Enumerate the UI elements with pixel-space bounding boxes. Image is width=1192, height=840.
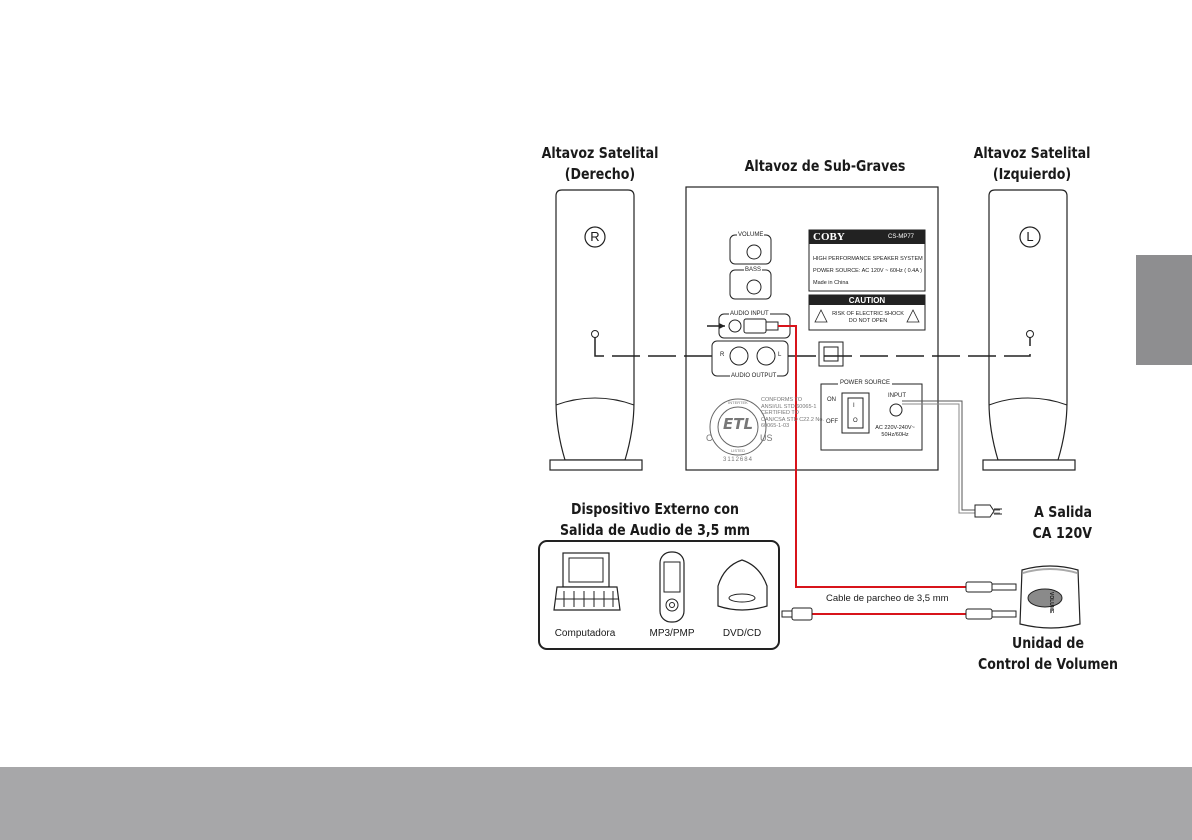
computer-icon <box>553 552 621 611</box>
etl-us-mark: US <box>760 433 773 443</box>
right-satellite-speaker <box>549 189 643 471</box>
switch-off-label: OFF <box>826 419 838 425</box>
red-cables <box>778 325 972 615</box>
switch-i-mark: I <box>853 403 855 409</box>
switch-on-label: ON <box>827 397 836 403</box>
bass-knob-label: BASS <box>744 267 763 273</box>
output-l-label: L <box>778 352 782 358</box>
caution-title: CAUTION <box>848 296 886 305</box>
mp3-player-icon <box>659 551 685 623</box>
audio-input-label: AUDIO INPUT <box>729 311 770 317</box>
switch-o-mark: O <box>853 418 858 424</box>
left-speaker-mark: L <box>1026 229 1034 244</box>
etl-mark: ETL <box>722 415 754 433</box>
footer-bar <box>0 767 1192 840</box>
etl-top-text: INTERTEK <box>728 400 748 405</box>
volume-knob-label: VOLUME <box>737 232 765 238</box>
section-tab <box>1136 255 1192 365</box>
brand-logo: COBY <box>813 231 845 243</box>
device-mp3-label: MP3/PMP <box>649 628 695 639</box>
patch-cable-label: Cable de parcheo de 3,5 mm <box>826 593 949 604</box>
input-rating: AC 220V-240V~ 50Hz/60Hz <box>875 425 915 438</box>
audio-output-label: AUDIO OUTPUT <box>730 373 778 379</box>
external-device-box <box>538 540 780 650</box>
plugs <box>781 581 1017 621</box>
left-satellite-speaker <box>982 189 1076 471</box>
etl-c-mark: C <box>706 433 713 443</box>
subwoofer-back-panel <box>685 186 939 471</box>
caution-text: RISK OF ELECTRIC SHOCK DO NOT OPEN <box>832 311 904 324</box>
device-computer-label: Computadora <box>554 628 616 639</box>
etl-number: 3112684 <box>723 457 753 463</box>
right-speaker-mark: R <box>590 229 600 244</box>
conformity-text: CONFORMS TO ANSI/UL STD 60065-1 CERTIFIE… <box>761 397 824 429</box>
volume-unit-text: VOLUME <box>1048 592 1054 614</box>
power-input-label: INPUT <box>888 393 906 399</box>
power-source-label: POWER SOURCE <box>838 380 893 386</box>
output-r-label: R <box>720 352 725 358</box>
spec-text: HIGH PERFORMANCE SPEAKER SYSTEM POWER SO… <box>813 256 923 286</box>
left-satellite-title: Altavoz Satelital(Izquierdo) <box>973 144 1091 183</box>
etl-bottom-text: LISTED <box>730 448 745 453</box>
speaker-wires <box>594 337 1031 357</box>
model-number: CS-MP77 <box>888 234 915 240</box>
volume-control-unit <box>1019 565 1081 629</box>
device-dvd-label: DVD/CD <box>722 628 762 639</box>
right-satellite-title: Altavoz Satelital(Derecho) <box>541 144 659 183</box>
subwoofer-title: Altavoz de Sub-Graves <box>744 157 906 175</box>
dvd-player-icon <box>717 559 768 611</box>
power-cord <box>902 400 1002 518</box>
